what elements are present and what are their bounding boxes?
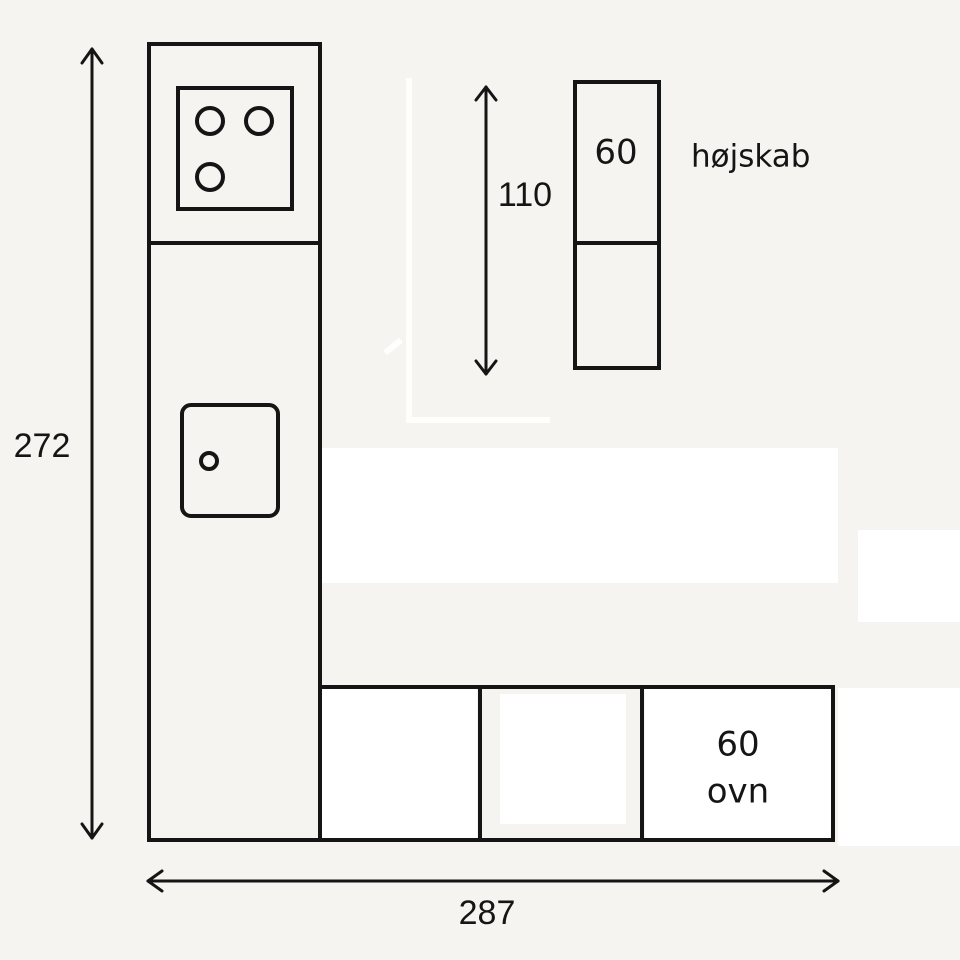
overall-width-dimension: 287 [146,869,840,932]
tall-cabinet-width-label: 60 [594,133,637,173]
overall-height-arrow-top [80,47,104,65]
bottom-cabinet-run: 60 ovn [318,685,835,842]
burner-icon-top-left [195,106,225,136]
overall-width-arrow-right [822,869,840,893]
cabinet-white-fill-2 [500,694,626,824]
overall-height-arrow-bottom [80,822,104,840]
bottom-run-outline [318,685,835,842]
sink [180,403,280,518]
oven-width-label: 60 [716,725,759,765]
tall-cabinet-label: højskab [691,139,810,175]
overall-height-dimension: 272 [14,47,104,840]
scan-artifact-mark-small [383,337,403,356]
overall-width-arrow-left [146,869,164,893]
cabinet-white-fill-1 [322,688,477,840]
burner-icon-bottom-left [195,162,225,192]
background-white-panel-left [322,448,838,583]
tall-cabinet-height-label: 110 [498,176,552,214]
sink-outline [180,403,280,518]
cooktop [176,86,294,211]
tall-cabinet-height-arrow-top [474,85,498,102]
burner-icon-top-right [244,106,274,136]
scan-artifact-mark [406,78,550,423]
cooktop-outline [176,86,294,211]
left-cabinet-run [147,42,322,842]
tall-cabinet-outline [573,80,661,370]
overall-width-label: 287 [459,894,516,932]
drain-icon [199,451,219,471]
left-run-outline [147,42,322,842]
overall-height-label: 272 [14,427,71,465]
tall-cabinet-detail: 110 60 højskab [474,80,810,376]
oven-label: ovn [707,772,769,812]
tall-cabinet-height-arrow-bottom [474,359,498,376]
cabinet-white-fill-3 [645,688,833,840]
oven-white-panel [838,688,960,846]
background-white-panel-right [858,530,960,622]
